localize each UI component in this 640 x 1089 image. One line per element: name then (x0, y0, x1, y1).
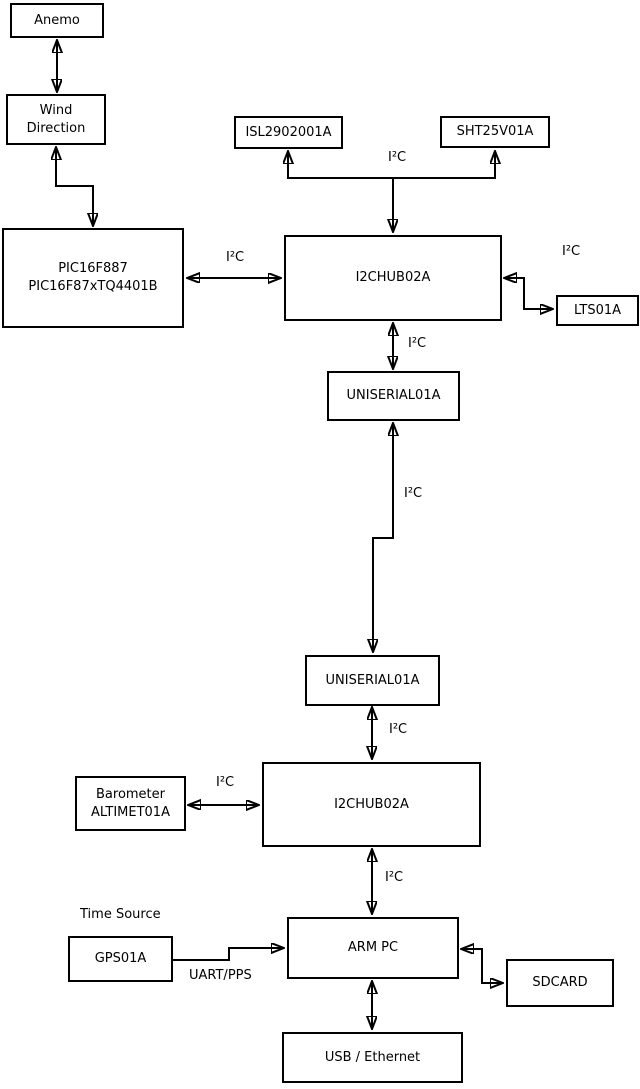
edge-label-i2c-pic-hub1: I²C (226, 250, 245, 265)
edge-label-i2c-hub1-uniserial1: I²C (408, 336, 427, 351)
node-sdcard: SDCARD (506, 959, 614, 1007)
node-i2chub02a-2: I2CHUB02A (262, 762, 481, 847)
node-barometer-altimet01a: Barometer ALTIMET01A (75, 776, 186, 831)
edge-wind-pic (56, 147, 93, 226)
node-gps01a: GPS01A (68, 936, 173, 982)
edge-label-uart-pps: UART/PPS (189, 968, 252, 983)
node-arm-pc: ARM PC (287, 917, 459, 979)
node-uniserial01a-2: UNISERIAL01A (305, 655, 440, 706)
edge-hub1-lts (504, 278, 553, 309)
node-anemo: Anemo (10, 3, 104, 38)
edge-gps-armpc (173, 948, 284, 961)
edge-uniserial1-uniserial2 (373, 423, 393, 652)
edge-label-i2c-uniserial-link: I²C (404, 486, 423, 501)
edge-label-i2c-hub2-armpc: I²C (385, 870, 404, 885)
edge-label-i2c-hub1-lts: I²C (562, 244, 581, 259)
node-uniserial01a-1: UNISERIAL01A (327, 371, 460, 421)
node-sht25v01a: SHT25V01A (440, 116, 550, 148)
node-isl2902001a: ISL2902001A (234, 116, 343, 149)
node-usb-ethernet: USB / Ethernet (282, 1032, 463, 1083)
edge-label-i2c-hub1-sensors: I²C (388, 150, 407, 165)
edge-label-i2c-uniserial2-hub2: I²C (389, 722, 408, 737)
node-pic16f887: PIC16F887 PIC16F87xTQ4401B (2, 228, 184, 328)
node-wind-direction: Wind Direction (6, 94, 106, 145)
edge-hub1-sensor-bus (288, 151, 495, 179)
node-lts01a: LTS01A (556, 295, 639, 326)
edge-label-i2c-baro-hub2: I²C (216, 775, 235, 790)
node-i2chub02a-1: I2CHUB02A (284, 235, 502, 321)
edge-armpc-sdcard (461, 949, 503, 983)
label-time-source: Time Source (80, 907, 161, 922)
